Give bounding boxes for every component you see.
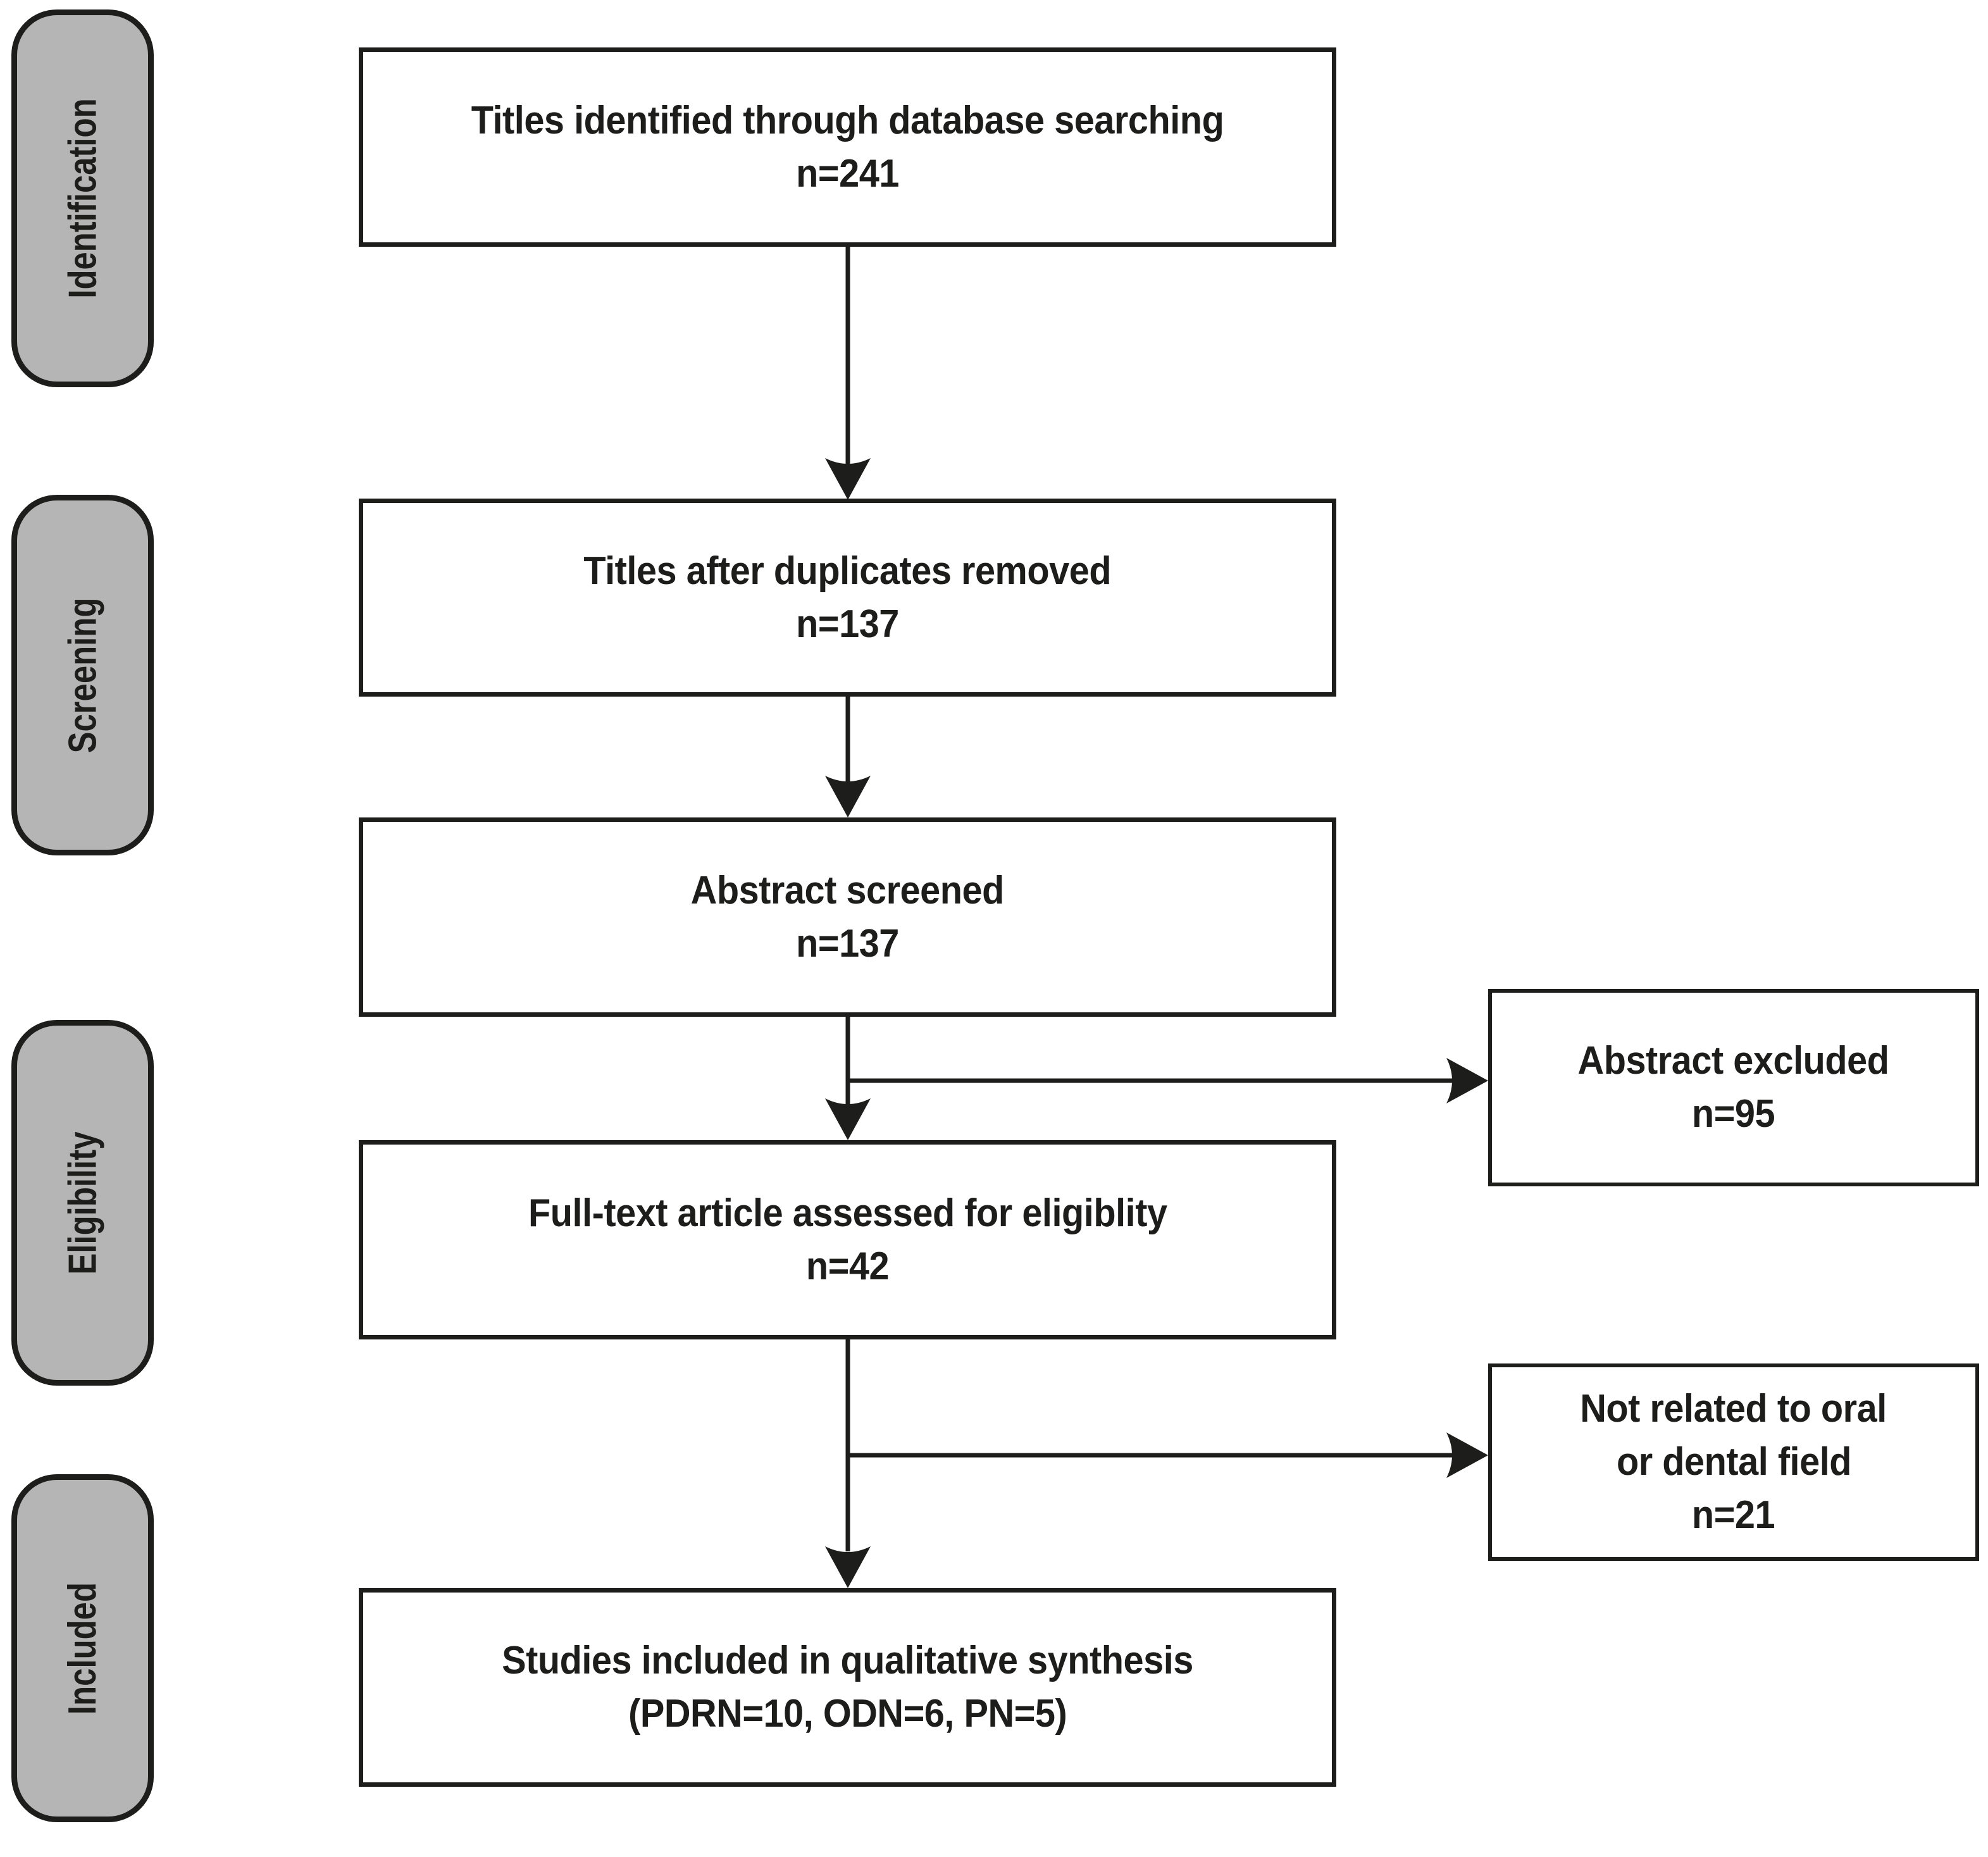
stage-screening: Screening (11, 495, 154, 855)
arrowhead-right-1 (1446, 1058, 1488, 1103)
box-text-line: Not related to oral (1580, 1387, 1887, 1431)
stage-identification: Identification (11, 9, 154, 387)
box-count: n=137 (796, 921, 899, 966)
stage-label-screening: Screening (61, 597, 104, 753)
box-count: n=21 (1692, 1493, 1775, 1537)
flow-box-fulltext-assessed: Full-text article assessed for eligiblit… (359, 1140, 1336, 1339)
box-text-line: Titles after duplicates removed (583, 549, 1112, 593)
box-text-line: Abstract excluded (1578, 1039, 1889, 1083)
arrowhead-down-4 (825, 1546, 871, 1588)
box-text-line: Studies included in qualitative synthesi… (502, 1639, 1193, 1682)
flow-box-duplicates-removed: Titles after duplicates removed n=137 (359, 499, 1336, 697)
exclusion-box-not-related: Not related to oral or dental field n=21 (1488, 1363, 1979, 1561)
arrowhead-down-3 (825, 1098, 871, 1140)
box-text-line: Abstract screened (690, 868, 1005, 912)
box-count: n=95 (1692, 1092, 1775, 1136)
flow-box-titles-identified: Titles identified through database searc… (359, 47, 1336, 247)
stage-label-identification: Identification (61, 98, 104, 299)
exclusion-box-abstract-excluded: Abstract excluded n=95 (1488, 989, 1979, 1186)
box-text-line: Titles identified through database searc… (471, 98, 1224, 142)
stage-included: Included (11, 1474, 154, 1822)
stage-label-included: Included (61, 1582, 104, 1715)
box-count: n=137 (796, 602, 899, 646)
stage-eligibility: Eligibility (11, 1020, 154, 1386)
box-count: (PDRN=10, ODN=6, PN=5) (628, 1692, 1067, 1736)
flow-box-studies-included: Studies included in qualitative synthesi… (359, 1588, 1336, 1787)
box-count: n=241 (796, 151, 899, 196)
arrowhead-down-2 (825, 776, 871, 817)
box-text-line: or dental field (1616, 1440, 1851, 1484)
box-count: n=42 (805, 1244, 890, 1288)
box-text-line: Full-text article assessed for eligiblit… (528, 1191, 1167, 1235)
arrowhead-down-1 (825, 458, 871, 500)
arrowhead-right-2 (1446, 1432, 1488, 1478)
flow-box-abstract-screened: Abstract screened n=137 (359, 817, 1336, 1017)
stage-label-eligibility: Eligibility (61, 1131, 104, 1274)
